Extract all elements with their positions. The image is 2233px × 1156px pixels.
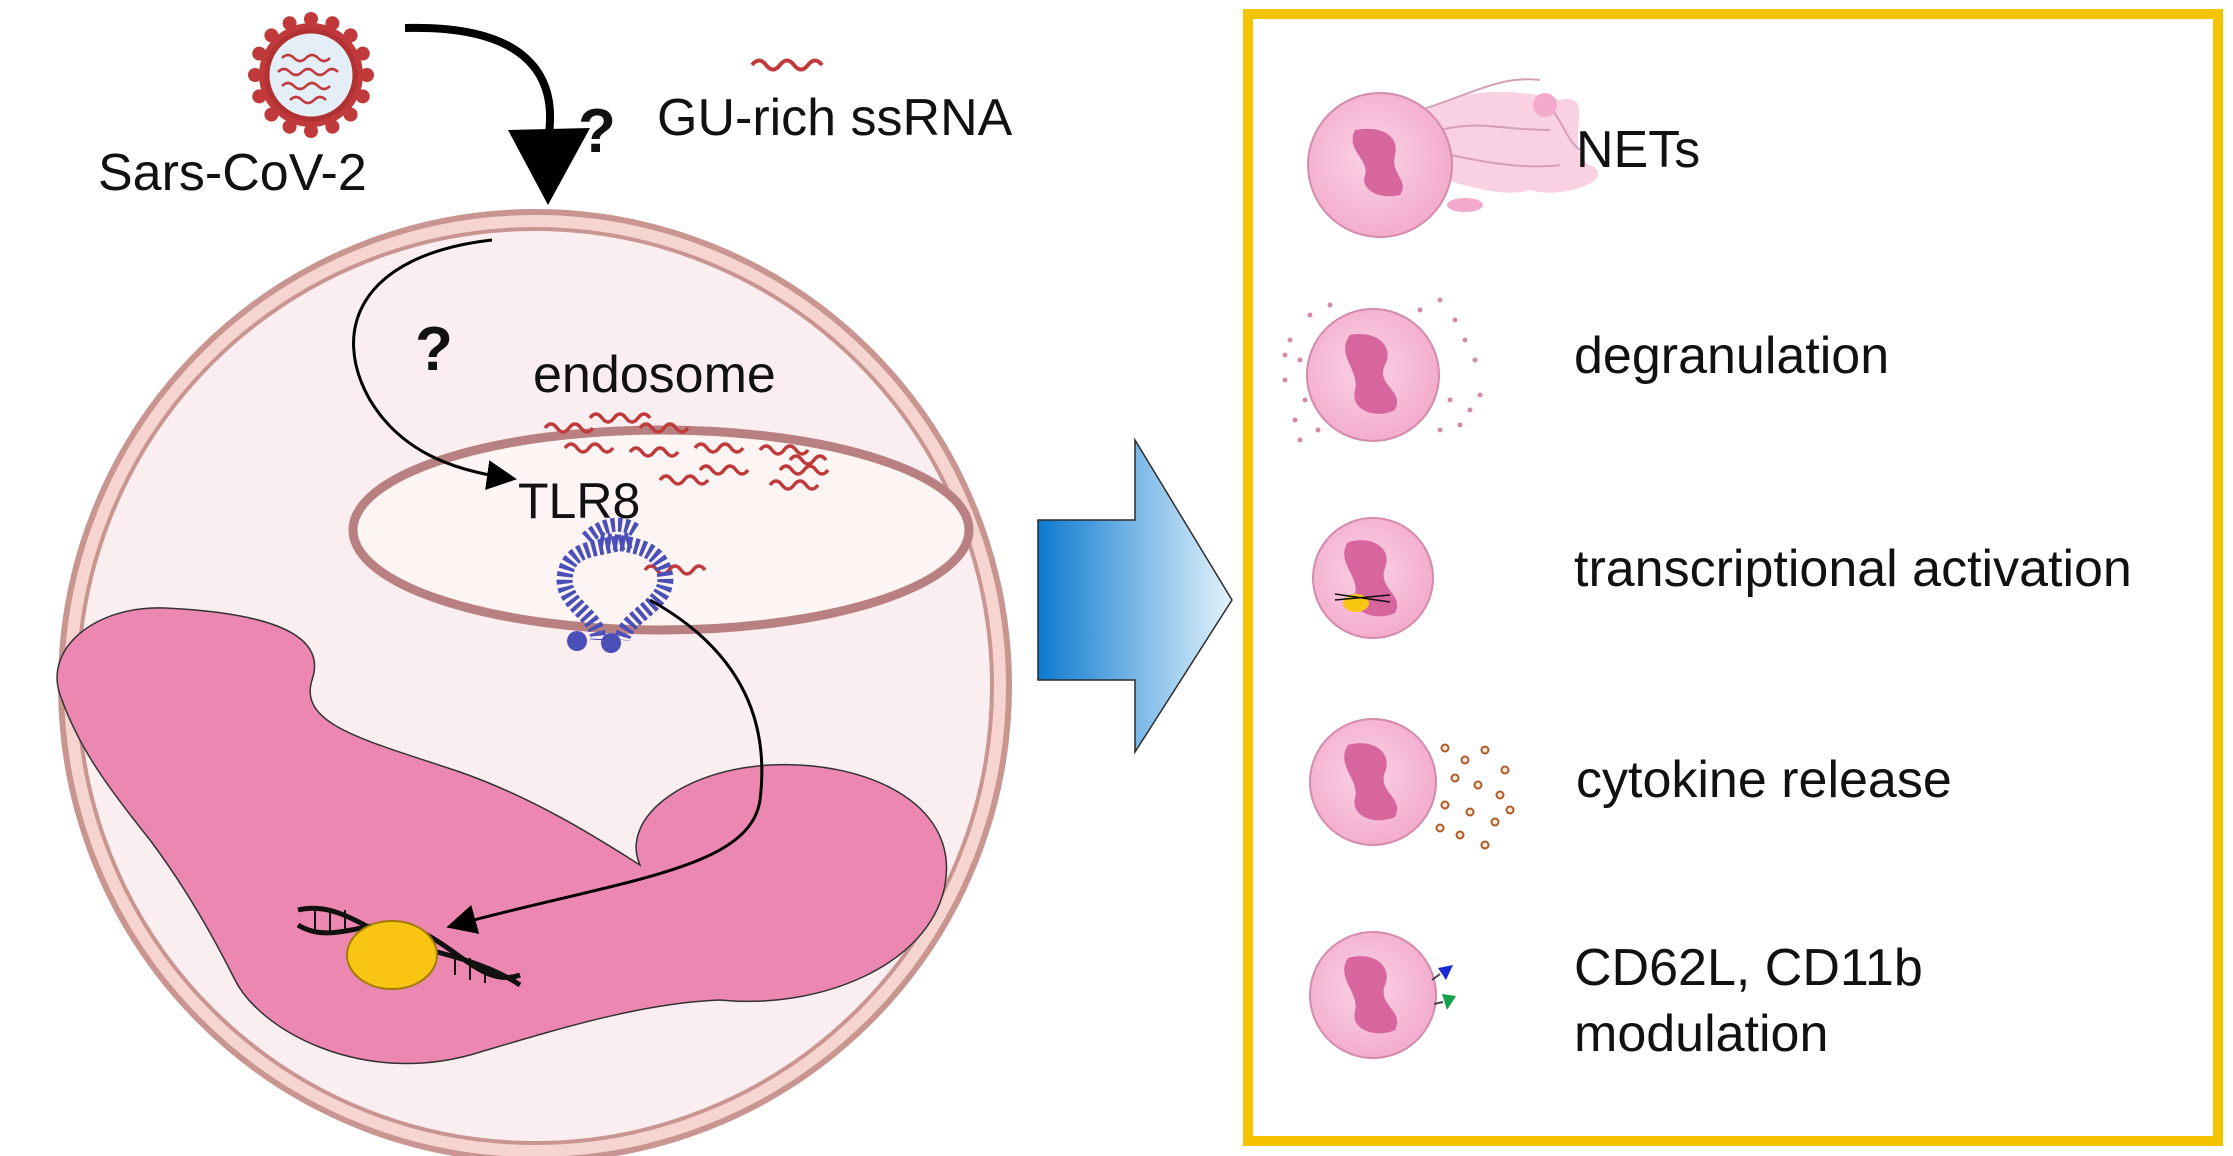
granule bbox=[1282, 377, 1288, 383]
surface-marker-modulation-icon bbox=[1309, 931, 1456, 1059]
sars-cov-2-virus-icon bbox=[248, 12, 374, 138]
signaling-arrow bbox=[446, 598, 764, 934]
cytokine bbox=[1460, 755, 1470, 765]
virus-spike bbox=[252, 46, 267, 61]
virus-spike bbox=[282, 16, 297, 31]
cytokine bbox=[1480, 745, 1490, 755]
granule bbox=[1297, 437, 1303, 443]
granule bbox=[1472, 357, 1478, 363]
uptake-question-mark: ? bbox=[415, 315, 453, 384]
dna-transcription-factor-icon bbox=[296, 905, 522, 990]
nets-icon bbox=[1307, 78, 1599, 238]
virus-spike bbox=[360, 68, 374, 82]
outcome-label-cd-markers-line2: modulation bbox=[1574, 1005, 1828, 1063]
granule bbox=[1452, 317, 1458, 323]
virus-spike bbox=[355, 89, 370, 104]
cytokine bbox=[1450, 773, 1460, 783]
degranulation-icon bbox=[1282, 297, 1483, 443]
rna-legend-icon bbox=[750, 58, 824, 72]
ssrna-fragments bbox=[543, 412, 830, 576]
cytokine bbox=[1480, 840, 1490, 850]
granule bbox=[1437, 297, 1443, 303]
virus-spike bbox=[264, 28, 279, 43]
virus-spike bbox=[248, 68, 262, 82]
outcomes-panel: NETs degranulation transcriptional activ… bbox=[1243, 9, 2223, 1146]
granule bbox=[1447, 397, 1453, 403]
virus-spike bbox=[304, 12, 318, 26]
virus-spike bbox=[282, 119, 297, 134]
outcome-label-cd-markers-line1: CD62L, CD11b bbox=[1574, 939, 1923, 997]
virus-spike bbox=[325, 119, 340, 134]
tlr8-receptor-icon bbox=[556, 517, 674, 653]
outcome-label-nets: NETs bbox=[1576, 121, 1700, 179]
entry-arrowhead bbox=[508, 128, 590, 205]
granule bbox=[1297, 357, 1303, 363]
outcome-label-cytokine-release: cytokine release bbox=[1576, 751, 1952, 809]
cytokine bbox=[1505, 805, 1515, 815]
cytokine bbox=[1440, 800, 1450, 810]
virus-spike bbox=[355, 46, 370, 61]
virus-spike bbox=[343, 107, 358, 122]
cell-nucleus bbox=[56, 607, 948, 1065]
outcome-arrow bbox=[1037, 437, 1233, 755]
cytokine bbox=[1495, 790, 1505, 800]
granule bbox=[1282, 352, 1288, 358]
granule bbox=[1467, 407, 1473, 413]
rna-label: GU-rich ssRNA bbox=[657, 89, 1013, 147]
endosome bbox=[348, 425, 974, 635]
entry-arrow bbox=[404, 23, 555, 141]
cytokine bbox=[1435, 823, 1445, 833]
granule bbox=[1302, 397, 1308, 403]
outcome-label-transcriptional-activation: transcriptional activation bbox=[1574, 540, 2132, 598]
granule bbox=[1292, 417, 1298, 423]
uptake-arrow bbox=[352, 238, 517, 490]
cytokine bbox=[1465, 807, 1475, 817]
granule bbox=[1477, 392, 1483, 398]
virus-spike bbox=[252, 89, 267, 104]
granule bbox=[1462, 337, 1468, 343]
granule bbox=[1437, 427, 1443, 433]
virus-label: Sars-CoV-2 bbox=[98, 144, 367, 202]
granule bbox=[1417, 307, 1423, 313]
entry-question-mark: ? bbox=[578, 97, 616, 166]
granule bbox=[1315, 427, 1321, 433]
cytokine-release-icon bbox=[1309, 718, 1515, 850]
granule bbox=[1307, 312, 1313, 318]
granule bbox=[1327, 302, 1333, 308]
granule bbox=[1457, 422, 1463, 428]
cytokine bbox=[1490, 817, 1500, 827]
cytokine bbox=[1473, 780, 1483, 790]
endosome-label: endosome bbox=[533, 346, 776, 404]
cytokine bbox=[1440, 743, 1450, 753]
transcriptional-activation-icon bbox=[1312, 517, 1434, 639]
virus-spike bbox=[304, 124, 318, 138]
virus-spike bbox=[325, 16, 340, 31]
cytokine bbox=[1455, 830, 1465, 840]
outcome-label-degranulation: degranulation bbox=[1574, 327, 1889, 385]
virus-spike bbox=[343, 28, 358, 43]
left-panel: Sars-CoV-2 GU-rich ssRNA ? endosome TLR8 bbox=[56, 12, 1013, 1156]
cytokine bbox=[1500, 765, 1510, 775]
virus-spike bbox=[264, 107, 279, 122]
granule bbox=[1287, 337, 1293, 343]
